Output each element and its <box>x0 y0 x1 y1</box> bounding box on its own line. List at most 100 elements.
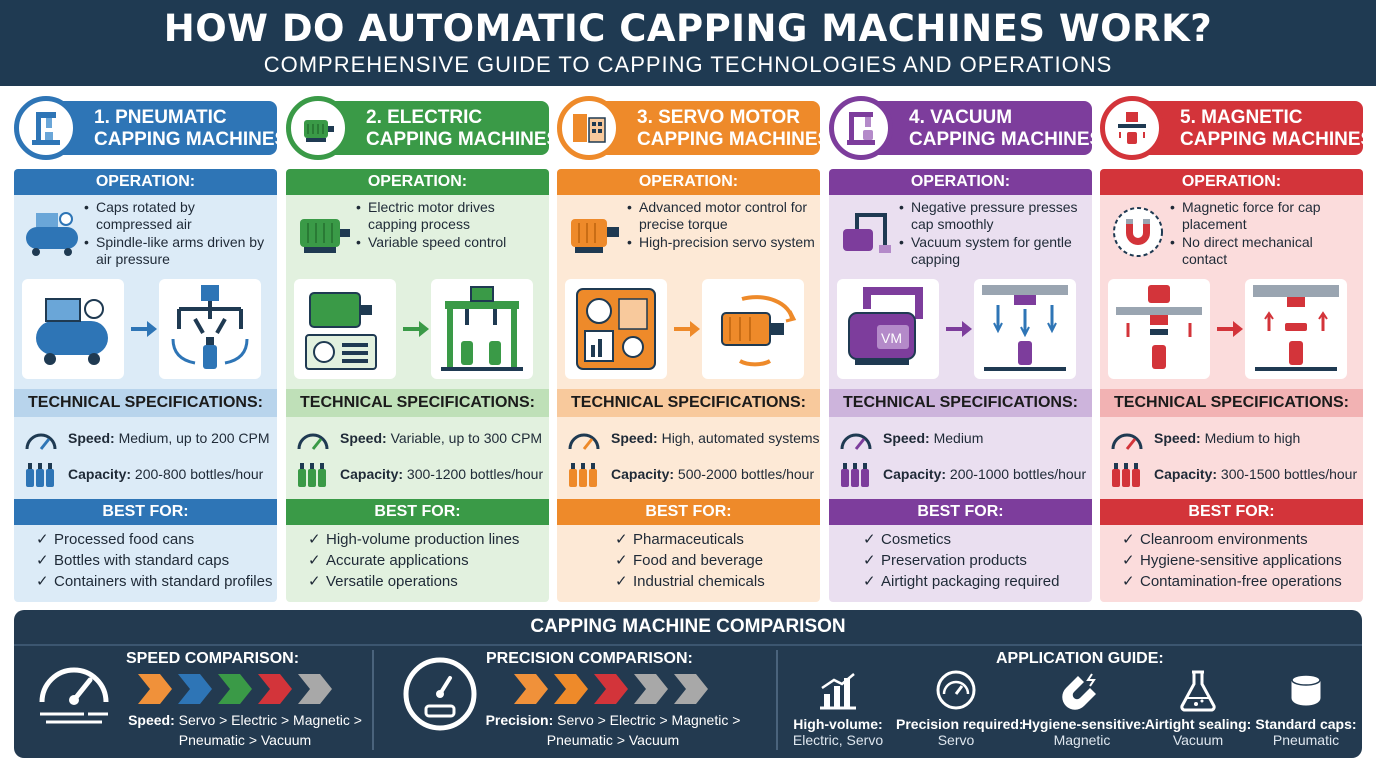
servo-motor-illustration <box>702 279 804 379</box>
operation-header: OPERATION: <box>1100 169 1363 195</box>
best-for-item: Containers with standard profiles <box>36 571 272 592</box>
compressor-illustration <box>22 279 124 379</box>
flask-icon <box>1180 670 1216 712</box>
page-title: HOW DO AUTOMATIC CAPPING MACHINES WORK? <box>163 7 1213 50</box>
air-compressor-icon <box>26 212 78 256</box>
operation-item: Advanced motor control for precise torqu… <box>627 199 817 233</box>
column-body: OPERATION: Negative pressure presses cap… <box>829 169 1092 602</box>
best-for-item: Contamination-free operations <box>1122 571 1342 592</box>
operation-header: OPERATION: <box>557 169 820 195</box>
best-for-header: BEST FOR: <box>14 499 277 525</box>
speedometer-icon <box>25 433 57 450</box>
speedometer-icon <box>297 433 329 450</box>
comparison-title: CAPPING MACHINE COMPARISON <box>530 616 846 637</box>
speed-value: Medium <box>933 430 984 446</box>
page-header: HOW DO AUTOMATIC CAPPING MACHINES WORK? … <box>0 0 1376 86</box>
best-for-header: BEST FOR: <box>1100 499 1363 525</box>
application-guide-title: APPLICATION GUIDE: <box>996 650 1164 667</box>
operation-item: No direct mechanical contact <box>1170 234 1360 268</box>
column-body: OPERATION: Caps rotated by compressed ai… <box>14 169 277 602</box>
tech-specs-header: TECHNICAL SPECIFICATIONS: <box>557 389 820 417</box>
speedometer-icon <box>840 433 872 450</box>
pneumatic-machine-icon <box>14 96 78 160</box>
operation-item: Electric motor drives capping process <box>356 199 546 233</box>
vacuum-machine-icon <box>829 96 893 160</box>
bottles-icon <box>298 463 326 487</box>
chevron-arrow-icon <box>554 674 588 704</box>
chevron-arrow-icon <box>594 674 628 704</box>
capping-line-illustration <box>431 279 533 379</box>
bottles-icon <box>569 463 597 487</box>
chevron-arrow-icon <box>138 674 172 704</box>
best-for-list: Processed food cans Bottles with standar… <box>36 529 272 592</box>
tech-specs-header: TECHNICAL SPECIFICATIONS: <box>14 389 277 417</box>
precision-comparison-text: Precision: Servo > Electric > Magnetic >… <box>485 712 741 748</box>
precision-gauge-icon <box>403 657 477 731</box>
chevron-arrow-icon <box>218 674 252 704</box>
operation-item: Vacuum system for gentle capping <box>899 234 1089 268</box>
operation-header: OPERATION: <box>829 169 1092 195</box>
magnet-icon <box>1062 673 1096 710</box>
column-title-line2: CAPPING MACHINES <box>94 129 288 150</box>
best-for-item: Industrial chemicals <box>615 571 765 592</box>
column-title-line2: CAPPING MACHINES <box>1180 129 1374 150</box>
arrow-right-icon <box>403 321 429 337</box>
column-title-line1: 1. PNEUMATIC <box>94 107 227 128</box>
best-for-header: BEST FOR: <box>557 499 820 525</box>
capacity-value: 300-1200 bottles/hour <box>406 466 544 482</box>
column-title-line2: CAPPING MACHINES <box>366 129 560 150</box>
tech-specs-header: TECHNICAL SPECIFICATIONS: <box>286 389 549 417</box>
arrow-right-icon <box>1217 321 1243 337</box>
speed-value: Medium, up to 200 CPM <box>118 430 270 446</box>
magnetic-capper-icon <box>1100 96 1164 160</box>
best-for-item: Processed food cans <box>36 529 272 550</box>
speed-value: High, automated systems <box>661 430 820 446</box>
vacuum-capping-illustration <box>974 279 1076 379</box>
vacuum-pump-illustration: VM <box>837 279 939 379</box>
bottles-icon <box>26 463 54 487</box>
best-for-item: Bottles with standard caps <box>36 550 272 571</box>
operation-header: OPERATION: <box>14 169 277 195</box>
arrow-right-icon <box>131 321 157 337</box>
operation-item: Variable speed control <box>356 234 546 251</box>
comparison-panel: CAPPING MACHINE COMPARISON SPEED COMPARI… <box>14 610 1362 758</box>
best-for-item: High-volume production lines <box>308 529 519 550</box>
best-for-item: Hygiene-sensitive applications <box>1122 550 1342 571</box>
best-for-header: BEST FOR: <box>829 499 1092 525</box>
vacuum-pump-icon <box>843 213 891 253</box>
chevron-arrow-icon <box>674 674 708 704</box>
speed-comparison-text: Speed: Servo > Electric > Magnetic > Pne… <box>128 712 362 748</box>
best-for-item: Cosmetics <box>863 529 1059 550</box>
best-for-item: Cleanroom environments <box>1122 529 1342 550</box>
magnetic-placement-illustration <box>1245 279 1347 379</box>
speed-value: Variable, up to 300 CPM <box>390 430 543 446</box>
speed-comparison-title: SPEED COMPARISON: <box>126 650 300 667</box>
column-body: OPERATION: Electric motor drives capping… <box>286 169 549 602</box>
electric-motor-icon <box>286 96 350 160</box>
arrow-right-icon <box>946 321 972 337</box>
capacity-value: 200-1000 bottles/hour <box>949 466 1087 482</box>
cap-icon <box>1291 674 1321 706</box>
app-standard-caps: Standard caps: Pneumatic <box>1246 668 1366 748</box>
operation-list: Advanced motor control for precise torqu… <box>627 199 817 252</box>
chevron-arrow-icon <box>298 674 332 704</box>
best-for-item: Pharmaceuticals <box>615 529 765 550</box>
column-title-line1: 3. SERVO MOTOR <box>637 107 800 128</box>
column-title-line2: CAPPING MACHINES <box>637 129 831 150</box>
servo-motor-icon <box>571 219 619 253</box>
operation-header: OPERATION: <box>286 169 549 195</box>
tech-specs-header: TECHNICAL SPECIFICATIONS: <box>829 389 1092 417</box>
magnet-icon <box>1113 207 1163 257</box>
gauge-icon <box>936 670 976 710</box>
chevron-arrow-icon <box>514 674 548 704</box>
best-for-list: Cosmetics Preservation products Airtight… <box>863 529 1059 592</box>
motor-controller-illustration <box>294 279 396 379</box>
best-for-list: Pharmaceuticals Food and beverage Indust… <box>615 529 765 592</box>
column-title-line1: 5. MAGNETIC <box>1180 107 1303 128</box>
